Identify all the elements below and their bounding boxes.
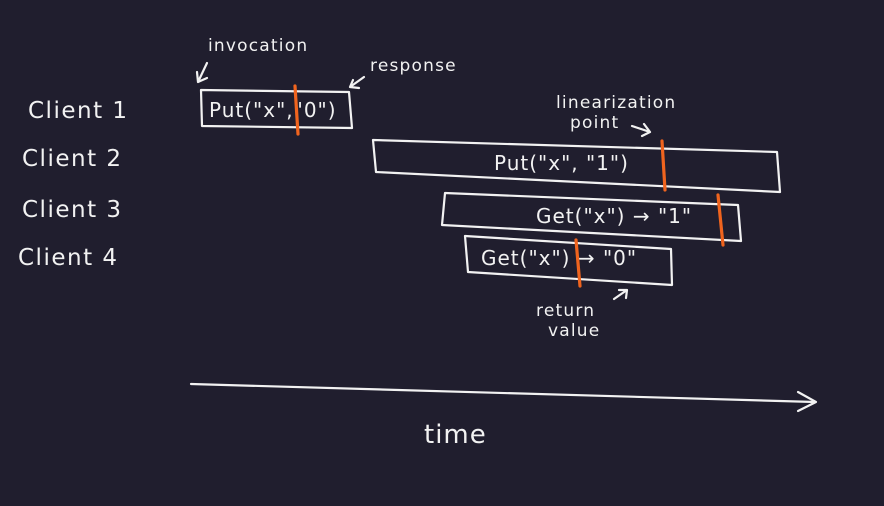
return-arrow-icon: [612, 288, 629, 301]
time-axis-label: time: [424, 420, 487, 450]
operation-label: Get("x") → "1": [536, 204, 692, 228]
operation-box: [440, 191, 743, 243]
linearization-marker: [293, 84, 300, 136]
linearization-label-line1: linearization: [556, 93, 676, 113]
response-label: response: [370, 56, 457, 76]
operation-client-1: Put("x","0"): [199, 84, 354, 136]
linearization-marker: [574, 238, 582, 288]
return-label-line2: value: [548, 321, 600, 341]
linearization-marker: [716, 193, 725, 247]
invocation-label: invocation: [208, 36, 308, 56]
invocation-annotation: invocation: [195, 36, 308, 84]
client-1-label: Client 1: [28, 98, 129, 124]
return-label-line1: return: [536, 301, 595, 321]
time-axis: time: [189, 382, 818, 450]
linearization-point-annotation: linearization point: [556, 93, 676, 138]
operation-label: Put("x","0"): [209, 98, 337, 122]
operation-client-2: Put("x", "1"): [371, 138, 782, 194]
response-arrow-icon: [348, 75, 366, 90]
operation-client-3: Get("x") → "1": [440, 191, 743, 247]
time-axis-line: [189, 382, 817, 404]
operation-box: [371, 138, 782, 194]
return-value-annotation: return value: [536, 288, 629, 341]
operation-box: [463, 234, 674, 287]
linearization-label-line2: point: [570, 113, 619, 133]
linearization-marker: [660, 139, 667, 192]
operation-client-4: Get("x") → "0": [463, 234, 674, 288]
client-4-label: Client 4: [18, 245, 119, 271]
operation-box: [199, 88, 354, 130]
linearization-arrow-icon: [630, 122, 652, 138]
client-2-label: Client 2: [22, 146, 123, 172]
operation-label: Get("x") → "0": [481, 246, 637, 270]
operation-label: Put("x", "1"): [494, 151, 629, 175]
client-3-label: Client 3: [22, 197, 123, 223]
client-labels: Client 1 Client 2 Client 3 Client 4: [18, 98, 129, 271]
time-axis-arrowhead-icon: [796, 390, 818, 413]
invocation-arrow-icon: [195, 61, 209, 84]
response-annotation: response: [348, 56, 457, 90]
